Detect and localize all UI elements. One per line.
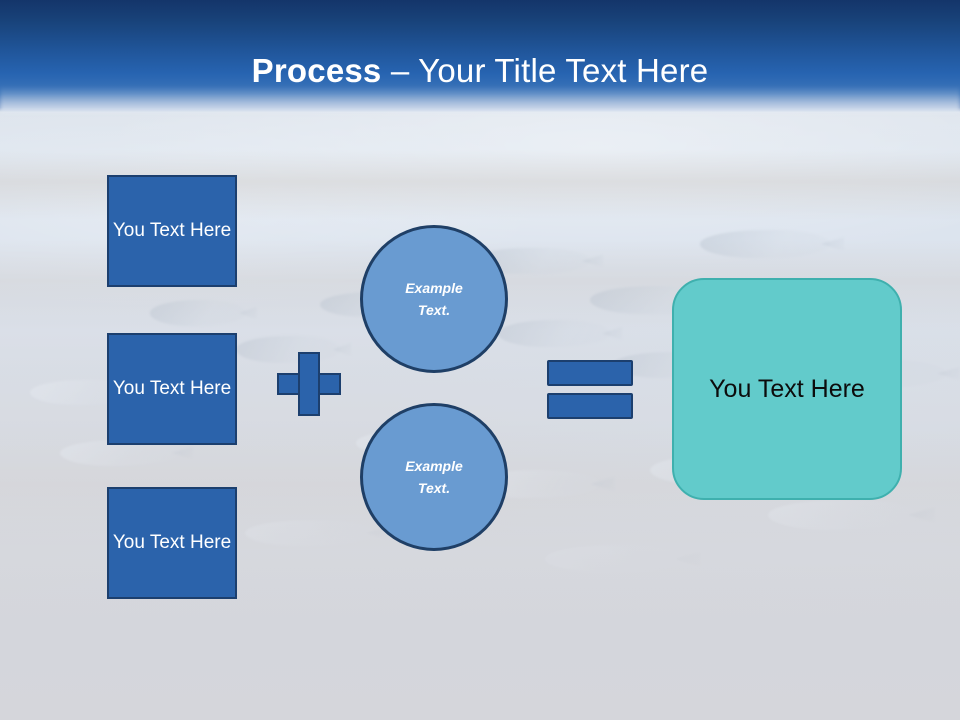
input-box-2[interactable]: You Text Here — [107, 333, 237, 445]
input-box-1[interactable]: You Text Here — [107, 175, 237, 287]
slide-header — [0, 0, 960, 112]
input-box-3[interactable]: You Text Here — [107, 487, 237, 599]
page-title: Process – Your Title Text Here — [0, 51, 960, 91]
example-circle-1[interactable]: Example Text. — [360, 225, 508, 373]
header-glow — [0, 86, 960, 112]
equals-operator-icon — [547, 360, 633, 419]
input-box-3-label: You Text Here — [112, 532, 232, 553]
example-circle-1-line2: Text. — [417, 302, 451, 318]
input-box-1-label: You Text Here — [112, 220, 232, 241]
example-circle-1-line1: Example — [405, 280, 463, 296]
equals-top-bar — [547, 360, 633, 386]
example-circle-2[interactable]: Example Text. — [360, 403, 508, 551]
example-circle-2-line1: Example — [405, 458, 463, 474]
equals-bottom-bar — [547, 393, 633, 419]
plus-center-fill — [300, 375, 318, 393]
result-box[interactable]: You Text Here — [672, 278, 902, 500]
input-box-2-label: You Text Here — [112, 378, 232, 399]
example-circle-2-line2: Text. — [417, 480, 451, 496]
plus-operator-icon — [277, 352, 341, 416]
page-title-strong: Process — [251, 52, 382, 89]
result-box-label: You Text Here — [709, 374, 865, 403]
page-title-rest: – Your Title Text Here — [381, 52, 709, 89]
